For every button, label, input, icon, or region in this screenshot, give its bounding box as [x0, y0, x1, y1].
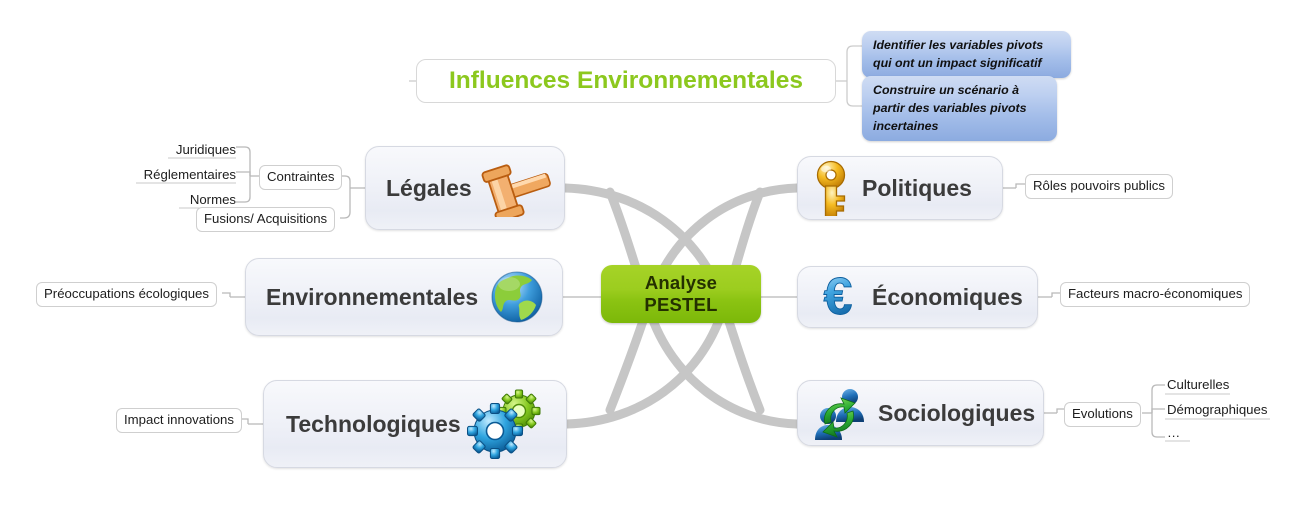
center-node-line2: PESTEL [644, 294, 718, 315]
leaf-normes[interactable]: Normes [126, 191, 236, 209]
callout-text: Identifier les variables pivots qui ont … [873, 38, 1044, 70]
branch-legales-label: Légales [386, 174, 472, 201]
callout-identifier-variables-pivots[interactable]: Identifier les variables pivots qui ont … [862, 31, 1071, 78]
center-node-analyse-pestel[interactable]: Analyse PESTEL [601, 265, 761, 323]
chip-preoccupations-ecologiques[interactable]: Préoccupations écologiques [36, 282, 217, 307]
leaf-label: Juridiques [175, 142, 236, 157]
chip-evolutions[interactable]: Evolutions [1064, 402, 1141, 427]
chip-label: Evolutions [1072, 406, 1133, 421]
branch-technologiques[interactable]: Technologiques [263, 380, 567, 468]
branch-environnementales-label: Environnementales [266, 283, 479, 310]
gavel-icon [480, 159, 554, 217]
mindmap-title-label: Influences Environnementales [449, 67, 803, 94]
chip-label: Impact innovations [124, 412, 234, 427]
branch-politiques[interactable]: Politiques [797, 156, 1003, 220]
gears-icon [466, 389, 545, 459]
leaf-label: Réglementaires [143, 167, 236, 182]
chip-label: Contraintes [267, 169, 335, 184]
chip-fusions-acquisitions[interactable]: Fusions/ Acquisitions [196, 207, 336, 232]
leaf-juridiques[interactable]: Juridiques [126, 141, 236, 159]
branch-legales[interactable]: Légales [365, 146, 565, 230]
callout-construire-scenario[interactable]: Construire un scénario à partir des vari… [862, 76, 1057, 141]
chip-facteurs-macro-economiques[interactable]: Facteurs macro-économiques [1060, 282, 1251, 307]
branch-politiques-label: Politiques [862, 174, 972, 201]
branch-sociologiques-label: Sociologiques [878, 399, 1036, 426]
leaf-culturelles[interactable]: Culturelles [1167, 376, 1229, 394]
center-node-label: Analyse PESTEL [644, 272, 717, 316]
euro-icon: € [812, 270, 864, 324]
chip-label: Préoccupations écologiques [44, 286, 209, 301]
branch-economiques-label: Économiques [872, 283, 1023, 310]
callout-text: Construire un scénario à partir des vari… [873, 83, 1027, 133]
key-icon [812, 160, 852, 216]
chip-contraintes[interactable]: Contraintes [259, 165, 343, 190]
branch-technologiques-label: Technologiques [286, 410, 461, 437]
svg-text:€: € [824, 270, 853, 324]
chip-impact-innovations[interactable]: Impact innovations [116, 408, 242, 433]
people-cycle-icon [812, 384, 872, 442]
chip-label: Facteurs macro-économiques [1068, 286, 1243, 301]
leaf-label: Normes [189, 192, 236, 207]
branch-sociologiques[interactable]: Sociologiques [797, 380, 1044, 446]
branch-economiques[interactable]: € Économiques [797, 266, 1038, 328]
leaf-label: … [1167, 425, 1181, 440]
globe-icon [488, 268, 546, 326]
branch-environnementales[interactable]: Environnementales [245, 258, 563, 336]
chip-label: Rôles pouvoirs publics [1033, 178, 1165, 193]
leaf-label: Démographiques [1167, 402, 1268, 417]
leaf-ellipsis[interactable]: … [1167, 424, 1180, 442]
chip-label: Fusions/ Acquisitions [204, 211, 328, 226]
chip-roles-pouvoirs-publics[interactable]: Rôles pouvoirs publics [1025, 174, 1173, 199]
leaf-demographiques[interactable]: Démographiques [1167, 401, 1267, 419]
leaf-label: Culturelles [1167, 377, 1230, 392]
leaf-reglementaires[interactable]: Réglementaires [106, 166, 236, 184]
center-node-line1: Analyse [644, 271, 718, 293]
mindmap-title[interactable]: Influences Environnementales [416, 59, 836, 103]
